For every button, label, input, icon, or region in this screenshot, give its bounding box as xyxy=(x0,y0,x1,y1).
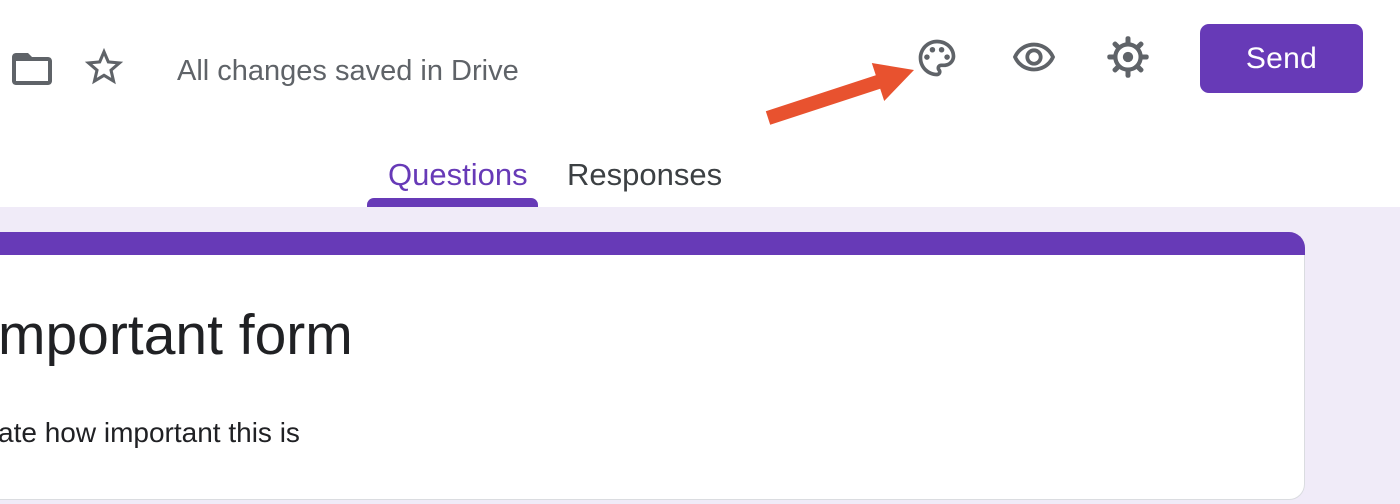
folder-icon[interactable] xyxy=(8,45,56,93)
annotation-arrow xyxy=(765,63,914,125)
tab-responses[interactable]: Responses xyxy=(567,153,722,197)
gear-icon-glyph xyxy=(1107,36,1149,78)
eye-icon-glyph xyxy=(1012,42,1056,72)
tab-questions[interactable]: Questions xyxy=(388,153,528,197)
send-button[interactable]: Send xyxy=(1200,24,1363,93)
form-title[interactable]: mportant form xyxy=(0,303,353,367)
star-icon-glyph xyxy=(84,47,124,85)
palette-icon[interactable] xyxy=(915,36,959,80)
save-status-text: All changes saved in Drive xyxy=(177,55,519,87)
top-toolbar: All changes saved in Drive xyxy=(0,0,1400,208)
star-icon[interactable] xyxy=(81,44,127,90)
folder-icon-glyph xyxy=(12,53,52,85)
form-canvas: mportant form ate how important this is xyxy=(0,207,1400,504)
gear-icon[interactable] xyxy=(1105,34,1151,80)
form-title-card[interactable]: mportant form ate how important this is xyxy=(0,232,1305,500)
card-accent-band xyxy=(0,232,1305,255)
palette-icon-glyph xyxy=(918,39,956,77)
eye-icon[interactable] xyxy=(1011,35,1057,81)
form-description[interactable]: ate how important this is xyxy=(0,417,300,448)
active-tab-underline xyxy=(367,198,538,207)
